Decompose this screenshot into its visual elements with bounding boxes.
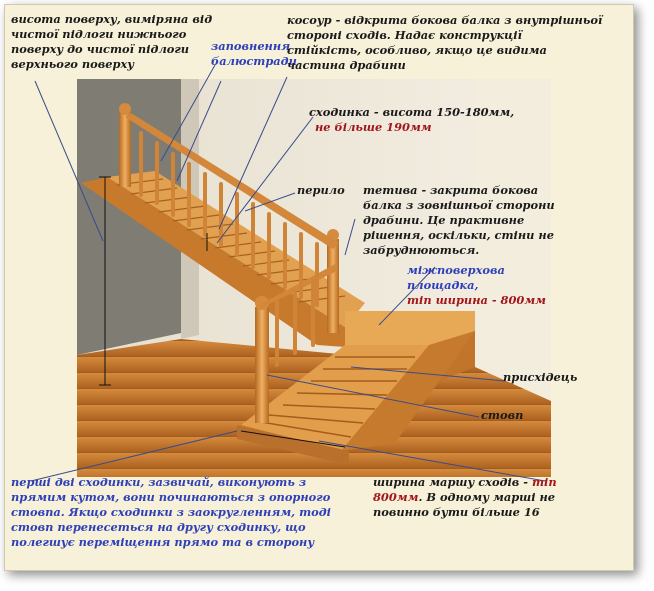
balustrade (119, 103, 339, 423)
upper-newel-post (119, 113, 131, 187)
lower-steps (241, 345, 429, 451)
handrail-label: перило (297, 183, 345, 197)
lower-step-lines (254, 356, 415, 438)
balusters (139, 131, 319, 367)
flight-width-dimension (240, 430, 346, 448)
diagram-frame: висота поверху, виміряна від чистої підл… (4, 4, 634, 571)
landing-top (345, 311, 475, 345)
start-post-knob (255, 296, 269, 310)
right-wall (475, 79, 551, 401)
middle-newel-post (327, 239, 339, 333)
staircase-illustration (30, 64, 551, 482)
dimension-lines (99, 176, 346, 448)
first-steps-label: перші дві сходинки, зазвичай, виконують … (11, 475, 331, 549)
closed-string-label: тетива - закрита бокова балка з зовнішнь… (363, 183, 555, 257)
balustrade-fill-label: заповнення балюстради (211, 39, 297, 68)
stringer-label: косоур - відкрита бокова балка з внутріш… (287, 13, 603, 72)
landing-label: міжповерхова площадка, тіп ширина - 800м… (407, 263, 546, 307)
start-newel-post (255, 307, 269, 423)
post-label: стовп (481, 408, 524, 422)
lower-closed-string (341, 331, 475, 451)
flight-width-label: ширина маршу сходів - тіп 800мм. В одном… (373, 475, 557, 519)
upper-post-knob (119, 103, 131, 115)
step-height-label: сходинка - висота 150-180мм, не більше 1… (309, 105, 515, 134)
leader-lines (30, 64, 546, 482)
riser-label: присхідець (503, 370, 578, 384)
upper-handrail (125, 113, 339, 249)
floor-height-label: висота поверху, виміряна від чистої підл… (11, 12, 213, 71)
